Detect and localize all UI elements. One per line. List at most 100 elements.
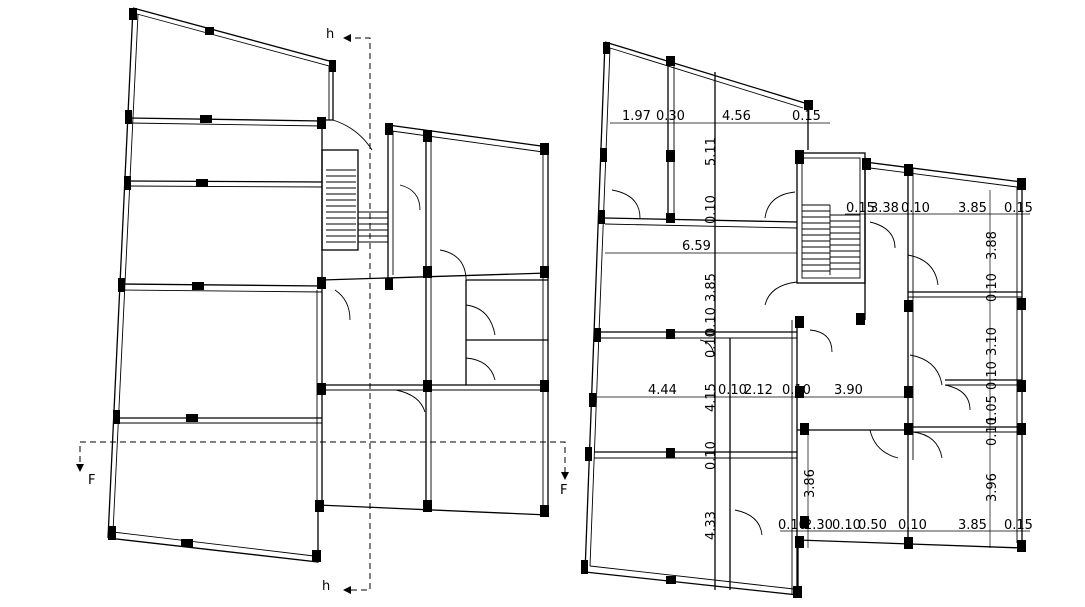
- left-door-5: [465, 357, 496, 381]
- right-door-12: [699, 339, 715, 356]
- dim-right-010-c: 0.10: [985, 361, 1000, 390]
- dim-mid-3: 2.12: [744, 383, 773, 398]
- right-west-wall: [584, 41, 606, 573]
- left-partition-2b: [126, 185, 323, 188]
- left-partition-1b: [128, 122, 323, 127]
- dim-vertical-386: 3.86: [803, 469, 818, 498]
- dim-top-3: 4.56: [722, 109, 751, 124]
- left-east-block-top: [387, 124, 549, 515]
- right-stair-treads: [802, 204, 860, 275]
- left-inner-h1: [321, 272, 549, 281]
- right-stair-core-inner: [801, 157, 861, 279]
- right-stair-core: [796, 152, 866, 284]
- dim-right-396: 3.96: [985, 473, 1000, 502]
- section-mark-top-h: h: [326, 27, 334, 42]
- dim-bottom-7: 0.15: [1004, 518, 1033, 533]
- left-stair-treads: [326, 169, 388, 243]
- left-partition-2: [126, 180, 323, 183]
- right-floor-plan: 1.97 0.30 4.56 0.15 5.11 0.10 0.15 3.38 …: [581, 41, 1033, 598]
- dim-vertical-385: 3.85: [704, 273, 719, 302]
- dim-bottom-4: 0.50: [858, 518, 887, 533]
- left-stair-core: [321, 149, 359, 251]
- section-mark-right-f: F: [560, 483, 567, 498]
- left-south-wall-inner: [112, 531, 315, 557]
- dim-bottom-3: 0.10: [832, 518, 861, 533]
- dim-top-4: 0.15: [792, 109, 821, 124]
- dim-right-top-3: 0.10: [901, 201, 930, 216]
- dim-mid-4: 0.10: [782, 383, 811, 398]
- left-east-block-top-b: [391, 130, 544, 153]
- dim-vertical-010-d: 0.10: [704, 441, 719, 470]
- right-west-wall-b: [589, 47, 611, 567]
- dim-right-top-1: 0.15: [846, 201, 875, 216]
- dim-bottom-6: 3.85: [958, 518, 987, 533]
- right-south-wall-b: [589, 565, 795, 590]
- dim-top-1: 1.97: [622, 109, 651, 124]
- left-partition-3b: [121, 289, 323, 293]
- dim-bottom-5: 0.10: [898, 518, 927, 533]
- right-columns: [581, 42, 1026, 598]
- left-south-wall: [107, 504, 549, 563]
- left-west-wall-inner: [112, 13, 139, 533]
- dim-right-010-d: 0.10: [985, 417, 1000, 446]
- right-door-8: [944, 384, 971, 411]
- right-door-4: [907, 254, 939, 286]
- dim-right-top-4: 3.85: [958, 201, 987, 216]
- dim-vertical-511: 5.11: [704, 137, 719, 166]
- dim-vertical-010-b: 0.10: [704, 307, 719, 336]
- left-outer-wall: [132, 7, 334, 121]
- dim-mid-2: 0.10: [718, 383, 747, 398]
- dim-right-010-b: 0.10: [985, 273, 1000, 302]
- section-h-arrow-bottom: [343, 586, 351, 594]
- dim-right-top-2: 3.38: [870, 201, 899, 216]
- right-door-3: [869, 221, 896, 249]
- dim-659: 6.59: [682, 239, 711, 254]
- dim-mid-5: 3.90: [834, 383, 863, 398]
- dim-top-2: 0.30: [656, 109, 685, 124]
- dim-right-105: 1.05: [985, 395, 1000, 424]
- dim-vertical-433: 4.33: [704, 511, 719, 540]
- right-east-block-top-b: [869, 167, 1018, 188]
- section-f-arrow-left: [76, 464, 84, 472]
- left-floor-plan: h h F F: [76, 7, 569, 594]
- section-mark-left-f: F: [88, 473, 95, 488]
- right-door-7: [909, 354, 943, 386]
- right-door-2: [764, 191, 796, 219]
- left-partition-1: [128, 117, 323, 122]
- left-outer-wall-inner: [136, 13, 330, 120]
- right-door-9: [869, 429, 899, 459]
- dim-vertical-010-a: 0.10: [704, 195, 719, 224]
- section-h-arrow-top: [343, 34, 351, 42]
- left-columns: [108, 8, 549, 562]
- right-door-1: [611, 189, 641, 219]
- right-door-5: [764, 281, 798, 306]
- left-west-wall: [107, 7, 134, 539]
- left-door-7: [395, 389, 426, 413]
- dim-right-310: 3.10: [985, 327, 1000, 356]
- left-partition-3: [121, 283, 323, 287]
- left-door-2: [399, 184, 421, 211]
- section-mark-bottom-h: h: [322, 579, 330, 594]
- right-door-10: [912, 431, 943, 459]
- left-door-4: [465, 304, 496, 336]
- section-line-f: [79, 441, 566, 472]
- right-north-wall: [604, 41, 809, 150]
- right-north-wall-b: [609, 47, 804, 109]
- left-door-3: [439, 249, 467, 286]
- dim-right-388: 3.88: [985, 231, 1000, 260]
- dim-mid-1: 4.44: [648, 383, 677, 398]
- right-south-wall: [584, 539, 1023, 596]
- dim-right-top-5: 0.15: [1004, 201, 1033, 216]
- dim-vertical-010-c: 0.10: [704, 329, 719, 358]
- dim-bottom-1: 0.10: [778, 518, 807, 533]
- left-door-6: [334, 289, 351, 321]
- right-west-h1b: [604, 223, 798, 229]
- right-door-6: [809, 329, 833, 353]
- right-dimension-lines: [597, 80, 1030, 590]
- right-west-h1: [604, 217, 798, 223]
- left-door-1: [332, 119, 373, 151]
- dim-vertical-415: 4.15: [704, 383, 719, 412]
- right-door-11: [734, 509, 763, 536]
- dim-bottom-2: 2.30: [804, 518, 833, 533]
